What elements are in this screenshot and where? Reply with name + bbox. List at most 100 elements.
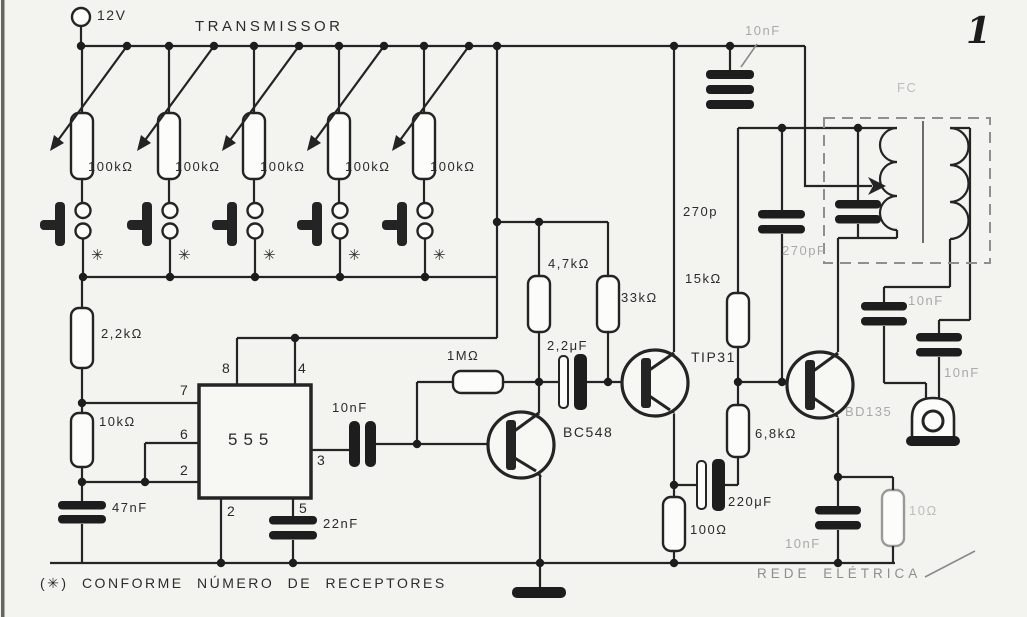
dot xyxy=(492,217,502,227)
plug-base xyxy=(906,436,960,446)
contact xyxy=(331,201,349,220)
pin-3: 3 xyxy=(317,452,325,468)
capacitor-270pf-value: 270pF xyxy=(782,243,827,258)
button-arm-4 xyxy=(297,220,318,230)
dot xyxy=(420,272,430,282)
dot xyxy=(334,41,344,51)
figure-number: 1 xyxy=(966,10,992,52)
plate xyxy=(861,302,907,311)
pointer-lines xyxy=(740,43,976,578)
dot xyxy=(164,41,174,51)
dot xyxy=(288,558,298,568)
resistor-10-value: 10Ω xyxy=(909,503,938,518)
plate xyxy=(916,348,962,357)
capacitor-220uf xyxy=(696,459,725,511)
dot xyxy=(77,477,87,487)
dot xyxy=(412,439,422,449)
dot xyxy=(603,377,613,387)
button-arm-1 xyxy=(40,220,61,230)
pot5-value: 100kΩ xyxy=(430,159,476,174)
capacitors xyxy=(58,70,962,540)
button-arm-2 xyxy=(127,220,148,230)
contact xyxy=(246,222,264,240)
dot xyxy=(78,272,88,282)
contact xyxy=(416,222,434,240)
plate xyxy=(58,501,106,510)
potentiometer-arrows xyxy=(55,45,470,144)
contact xyxy=(74,201,92,220)
capacitor-270pf xyxy=(835,200,881,224)
bd135-base-bar xyxy=(805,360,815,410)
resistor-1m-value: 1MΩ xyxy=(447,348,480,363)
transformer-secondary-coil xyxy=(949,126,970,241)
pot-arrowhead-3 xyxy=(222,135,236,151)
dot xyxy=(777,123,787,133)
asterisk-5: ✳ xyxy=(433,247,446,264)
wires xyxy=(50,27,972,588)
plate-negative xyxy=(574,354,587,410)
mains-plug xyxy=(906,396,960,446)
plug-hole xyxy=(921,409,945,433)
plate-positive xyxy=(558,355,569,409)
capacitor-270p-value: 270p xyxy=(683,204,718,219)
resistors xyxy=(69,274,906,553)
resistor-10k-value: 10kΩ xyxy=(99,414,136,429)
dot xyxy=(76,41,86,51)
dot xyxy=(492,41,502,51)
capacitor-47nf-value: 47nF xyxy=(112,500,148,515)
contact xyxy=(74,222,92,240)
push-button-contacts xyxy=(74,201,434,240)
dot xyxy=(777,377,787,387)
transistors xyxy=(486,348,855,480)
pot-arrowhead-2 xyxy=(137,135,151,151)
ground-symbol xyxy=(512,587,566,598)
dot xyxy=(669,558,679,568)
capacitor-10nf-top xyxy=(706,70,754,109)
dot xyxy=(335,272,345,282)
capacitor-10nf-line xyxy=(815,506,861,530)
capacitor-2u2-value: 2,2μF xyxy=(547,338,589,353)
capacitor-220uf-value: 220μF xyxy=(728,494,773,509)
pin-1: 2 xyxy=(227,503,235,519)
pin-8: 8 xyxy=(222,360,230,376)
pot4-value: 100kΩ xyxy=(345,159,391,174)
tip31-base-bar xyxy=(641,358,651,408)
junction-dots xyxy=(76,41,863,568)
dot xyxy=(165,272,175,282)
capacitor-2u2 xyxy=(558,354,587,410)
dot xyxy=(290,333,300,343)
pin-7: 7 xyxy=(180,382,188,398)
contact xyxy=(161,222,179,240)
resistor-6k8 xyxy=(725,403,751,459)
ic-555-body xyxy=(197,383,313,500)
plate xyxy=(269,516,317,525)
dot xyxy=(535,558,545,568)
contact xyxy=(331,222,349,240)
plate xyxy=(815,521,861,530)
pin-2: 2 xyxy=(180,462,188,478)
dot xyxy=(534,377,544,387)
plate-positive xyxy=(696,460,707,510)
plug-body xyxy=(910,396,956,440)
transformer-fc xyxy=(823,117,991,264)
dot xyxy=(294,41,304,51)
leads xyxy=(512,351,839,473)
bc548-base-bar xyxy=(506,420,516,470)
plate xyxy=(815,506,861,515)
plate xyxy=(916,333,962,342)
plate xyxy=(861,317,907,326)
page-title: TRANSMISSOR xyxy=(195,18,344,35)
transistor-bc548-label: BC548 xyxy=(563,424,614,440)
plate xyxy=(835,215,881,224)
capacitor-10nf-top-value: 10nF xyxy=(745,23,781,38)
ground-bar xyxy=(512,587,566,598)
plate xyxy=(758,225,805,234)
resistor-100 xyxy=(661,495,687,553)
dot xyxy=(216,558,226,568)
transformer-tap-arrowhead xyxy=(868,177,886,195)
dot xyxy=(725,41,735,51)
dot xyxy=(77,398,87,408)
asterisk-2: ✳ xyxy=(178,247,191,264)
push-buttons xyxy=(40,201,434,246)
